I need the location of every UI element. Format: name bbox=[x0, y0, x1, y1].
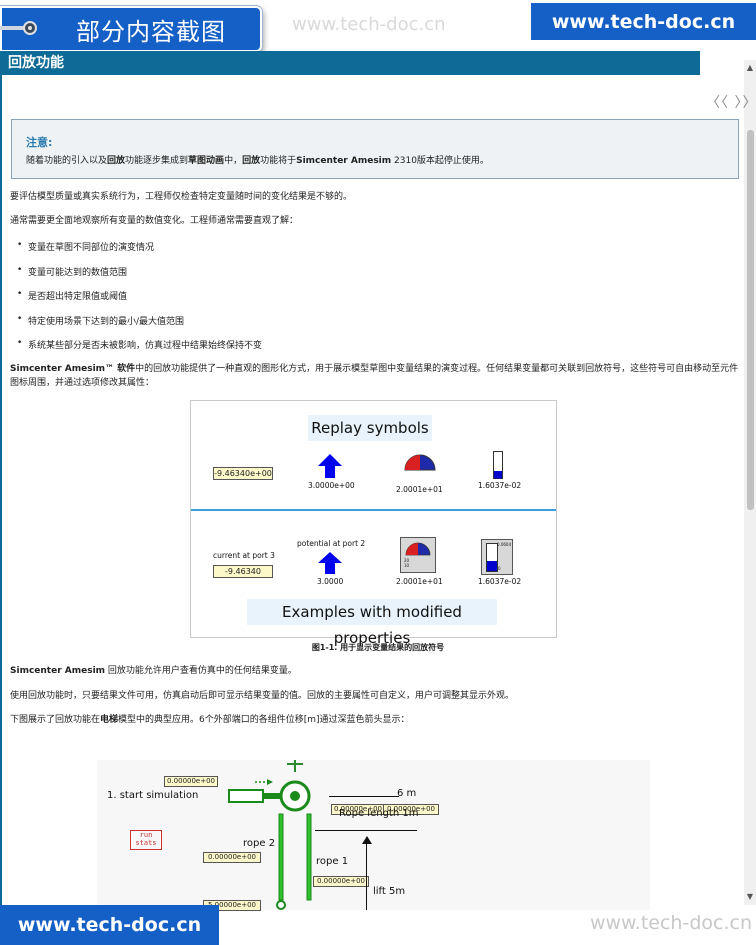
banner-title: 部分内容截图 bbox=[76, 17, 226, 46]
value-display: -9.46340 bbox=[213, 565, 273, 578]
paragraph: 使用回放功能时，只要结果文件可用，仿真启动后即可显示结果变量的值。回放的主要属性… bbox=[10, 691, 515, 701]
arrow-up-icon bbox=[318, 552, 342, 574]
list-item: 特定使用场景下达到的最小/最大值范围 bbox=[17, 314, 184, 327]
value-label: 2.0001e+01 bbox=[396, 577, 443, 586]
dimension-line bbox=[315, 830, 417, 831]
footer-watermark: www.tech-doc.cn bbox=[589, 912, 752, 934]
symbol-label: potential at port 2 bbox=[297, 539, 366, 548]
frame-border bbox=[0, 75, 2, 915]
list-item: 变量在草图不同部位的演变情况 bbox=[17, 240, 154, 253]
paragraph: 下图展示了回放功能在电梯模型中的典型应用。6个外部端口的各组件位移[m]通过深蓝… bbox=[10, 715, 410, 725]
list-item: 是否超出特定限值或阈值 bbox=[17, 289, 127, 302]
value-label: 3.0000 bbox=[317, 577, 344, 586]
gauge-icon bbox=[405, 542, 431, 556]
note-title: 注意: bbox=[26, 136, 53, 149]
value-label: 2.0001e+01 bbox=[396, 485, 443, 494]
figure-caption: 图1-1. 用于显示变量结果的回放符号 bbox=[311, 643, 445, 652]
value-display: 0.00000e+00 bbox=[203, 852, 261, 863]
figure-band-title: Replay symbols bbox=[308, 415, 432, 441]
value-label: 1.6037e-02 bbox=[478, 481, 522, 490]
paragraph: 要评估模型质量或真实系统行为，工程师仅检查特定变量随时间的变化结果是不够的。 bbox=[10, 192, 353, 202]
arrow-up-icon bbox=[318, 454, 342, 478]
step-label: 1. start simulation bbox=[107, 790, 199, 801]
symbol-label: current at port 3 bbox=[213, 551, 275, 560]
elevator-schematic bbox=[228, 760, 312, 910]
level-fill bbox=[487, 561, 497, 571]
scroll-thumb[interactable] bbox=[747, 130, 754, 510]
lift-axis bbox=[366, 840, 367, 910]
value-display: 0.00000e+00 bbox=[164, 776, 218, 787]
page-title: 回放功能 bbox=[0, 51, 700, 75]
pin-icon bbox=[0, 21, 37, 35]
level-max: 0.0604 bbox=[497, 542, 511, 547]
dimension-line bbox=[329, 796, 399, 797]
value-label: 3.0000e+00 bbox=[308, 481, 355, 490]
component-label: rope 1 bbox=[316, 856, 349, 867]
value-label: 1.6037e-02 bbox=[478, 577, 522, 586]
level-bar bbox=[486, 543, 498, 572]
site-url-badge[interactable]: www.tech-doc.cn bbox=[531, 3, 756, 40]
figure-divider bbox=[191, 509, 556, 511]
note-body: 随着功能的引入以及回放功能逐步集成到草图动画中，回放功能将于Simcenter … bbox=[26, 156, 489, 166]
prev-next-nav[interactable]: 〈〈 〉〉 bbox=[706, 95, 756, 111]
list-item: 系统某些部分是否未被影响，仿真过程中结果始终保持不变 bbox=[17, 338, 262, 351]
value-display: -9.46340e+00 bbox=[213, 467, 273, 480]
vertical-scrollbar[interactable]: ▲ ▼ bbox=[744, 60, 756, 905]
value-display: 0.00000e+00 bbox=[313, 876, 369, 887]
replay-symbols-figure: Replay symbols -9.46340e+00 3.0000e+00 2… bbox=[190, 400, 557, 647]
watermark: www.tech-doc.cn bbox=[292, 14, 446, 35]
dimension-label: Rope length 1m bbox=[339, 808, 419, 819]
dimension-label: 6 m bbox=[397, 788, 417, 799]
scroll-down-icon[interactable]: ▼ bbox=[746, 892, 754, 901]
title-badge: 部分内容截图 bbox=[0, 6, 262, 52]
paragraph: Simcenter Amesim 回放功能允许用户查看仿真中的任何结果变量。 bbox=[10, 666, 297, 676]
lift-arrow-icon bbox=[362, 836, 372, 844]
level-panel: 0.0604 0 bbox=[481, 539, 513, 575]
value-display: 0.00000e+00 bbox=[383, 804, 439, 815]
scroll-up-icon[interactable]: ▲ bbox=[746, 63, 754, 72]
component-label: lift 5m bbox=[373, 886, 406, 897]
list-item: 变量可能达到的数值范围 bbox=[17, 265, 127, 278]
gauge-icon bbox=[404, 454, 436, 471]
note-box: 注意: 随着功能的引入以及回放功能逐步集成到草图动画中，回放功能将于Simcen… bbox=[11, 119, 739, 179]
level-bar-icon bbox=[493, 451, 503, 479]
paragraph: Simcenter Amesim™ 软件中的回放功能提供了一种直观的图形化方式，… bbox=[10, 364, 739, 388]
footer-url-badge[interactable]: www.tech-doc.cn bbox=[0, 905, 219, 945]
paragraph: 通常需要更全面地观察所有变量的数值变化。工程师通常需要直观了解： bbox=[10, 216, 299, 226]
component-label: rope 2 bbox=[243, 838, 276, 849]
elevator-model-figure: 0.00000e+00 1. start simulation 0.00000e… bbox=[97, 760, 650, 911]
figure-band-subtitle: Examples with modified properties bbox=[247, 599, 497, 647]
level-min: 0 bbox=[498, 566, 501, 571]
